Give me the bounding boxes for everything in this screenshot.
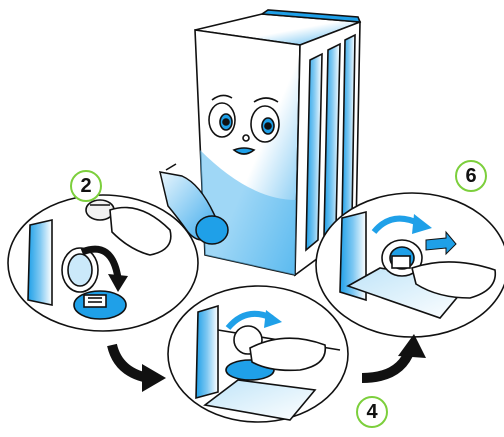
detail-circle-step-4 xyxy=(168,286,348,422)
step-2-badge: 2 xyxy=(70,170,102,202)
flow-arrow-head-icon xyxy=(142,364,166,392)
step-4-number: 4 xyxy=(366,401,377,424)
step-6-badge: 6 xyxy=(455,160,487,192)
detail-circle-step-2 xyxy=(8,195,198,331)
step-4-badge: 4 xyxy=(356,396,388,428)
flow-arrow-head-icon xyxy=(398,334,426,358)
step-2-number: 2 xyxy=(80,175,91,198)
step-6-number: 6 xyxy=(465,165,476,188)
detail-circle-step-6 xyxy=(316,193,504,337)
